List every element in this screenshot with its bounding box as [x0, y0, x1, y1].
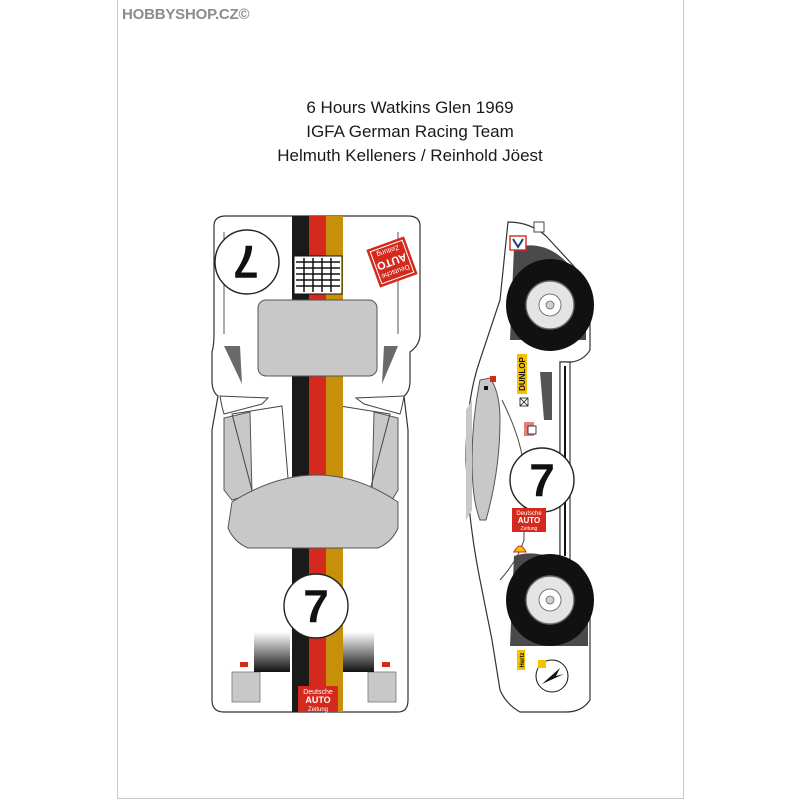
tail-sponsor-line2: AUTO [305, 695, 330, 705]
side-sponsor-line3: Zeitung [521, 526, 538, 532]
event-title: 6 Hours Watkins Glen 1969 [306, 98, 514, 117]
side-sponsor-line1: Deutsche [516, 511, 542, 517]
side-view-rear-wheel [506, 554, 594, 646]
hertz-decal: Hertz [517, 650, 526, 670]
top-view-rear-window [227, 474, 399, 549]
top-view-front-roundel: 7 [214, 229, 280, 295]
sheet-title-block: 6 Hours Watkins Glen 1969 IGFA German Ra… [160, 96, 660, 168]
team-title: IGFA German Racing Team [306, 122, 514, 141]
tail-sponsor-decal: Deutsche AUTO Zeitung [298, 686, 338, 713]
watermark: HOBBYSHOP.CZ© [122, 6, 250, 23]
side-view-car: DUNLOP 7 Deutsche AUTO Zeitung [465, 221, 594, 713]
side-view-front-wheel [506, 259, 594, 351]
side-sponsor-line2: AUTO [518, 516, 541, 525]
top-view-grille [293, 255, 343, 295]
dunlop-text: DUNLOP [518, 356, 527, 390]
side-race-number: 7 [529, 454, 555, 506]
tail-sponsor-line3: Zeitung [308, 707, 328, 713]
top-view-rear-roundel: 7 [283, 573, 349, 639]
front-race-number: 7 [233, 236, 259, 288]
side-sponsor-decal: Deutsche AUTO Zeitung [512, 508, 546, 532]
top-view-windshield [257, 299, 378, 377]
side-view-roundel: 7 [509, 447, 575, 513]
rear-race-number: 7 [303, 580, 329, 632]
hood-sponsor-decal: Deutsche AUTO Zeitung [366, 236, 418, 288]
shield-logo-icon [509, 235, 527, 251]
drivers-title: Helmuth Kelleners / Reinhold Jöest [277, 146, 543, 165]
dunlop-decal: DUNLOP [517, 354, 527, 394]
top-view-car: 7 7 Deutsche AUTO Zeitung Deutsche AUTO … [211, 215, 421, 713]
shell-logo-icon [513, 545, 527, 553]
hertz-text: Hertz [520, 652, 526, 667]
tail-sponsor-line1: Deutsche [303, 689, 333, 696]
